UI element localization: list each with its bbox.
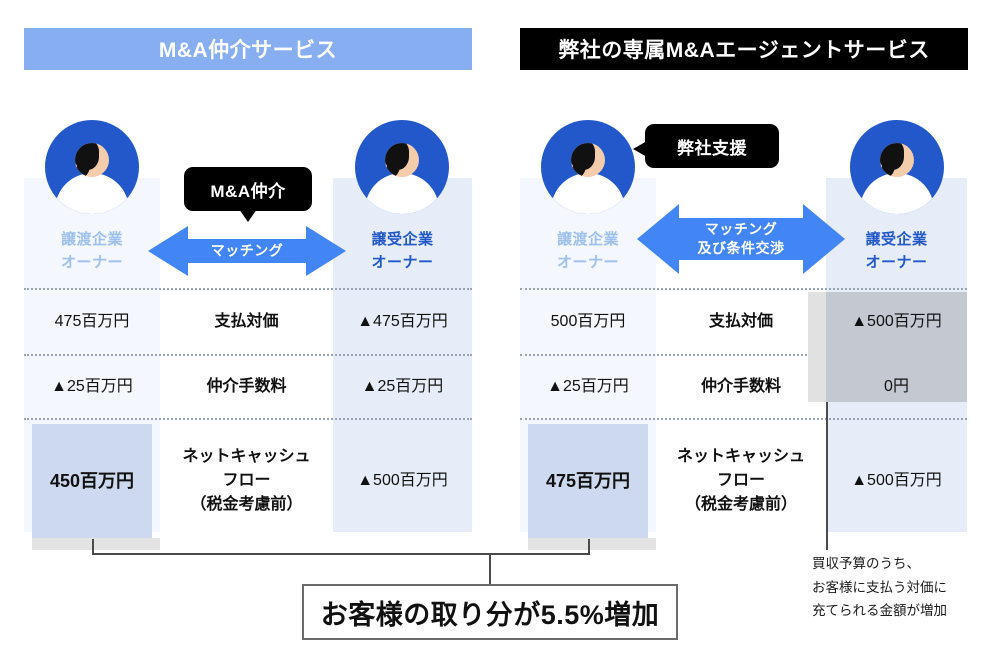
bubble-label: 弊社支援	[677, 138, 747, 158]
avatar-circle	[541, 120, 635, 214]
avatar-hair-side	[573, 156, 586, 177]
bracket-horizontal	[92, 553, 590, 555]
matching-arrow-right: マッチング 及び条件交渉	[637, 198, 845, 280]
avatar-body	[860, 172, 934, 214]
matching-arrow-label-right: マッチング 及び条件交渉	[637, 220, 845, 258]
annotation-connector-line	[826, 402, 828, 550]
owner-label-line2: オーナー	[556, 254, 619, 272]
left-row1-buyer-value: ▲475百万円	[357, 313, 448, 330]
owner-label-buyer-right: 譲受企業 オーナー	[826, 228, 967, 275]
right-rule-2	[520, 354, 967, 356]
avatar-circle	[850, 120, 944, 214]
right-ncf-highlight-box	[528, 424, 648, 538]
left-row3-label-line2: フロー	[222, 472, 271, 489]
left-rule-3	[24, 418, 472, 420]
left-rule-1	[24, 288, 472, 290]
right-row3-buyer-value: ▲500百万円	[851, 472, 942, 489]
panel-header-left: M&A仲介サービス	[24, 28, 472, 70]
avatar-head	[75, 142, 109, 177]
owner-label-line1: 譲受企業	[865, 231, 928, 248]
right-row1-seller-value: 500百万円	[550, 313, 626, 330]
left-row2-buyer-value: ▲25百万円	[361, 378, 444, 395]
avatar-hair-side	[77, 156, 90, 177]
bubble-tail-icon	[239, 209, 257, 222]
matching-arrow-label-left: マッチング	[210, 242, 284, 259]
annotation-text: 買収予算のうち、 お客様に支払う対価に 充てられる金額が増加	[812, 552, 992, 623]
right-row2-seller-value: ▲25百万円	[547, 378, 629, 395]
bubble-label: M&A仲介	[210, 181, 286, 201]
left-row3-buyer-value: ▲500百万円	[357, 472, 448, 489]
annotation-line2: お客様に支払う対価に	[812, 579, 947, 595]
owner-label-seller-right: 譲渡企業 オーナー	[520, 228, 656, 275]
left-rule-2	[24, 354, 472, 356]
right-row3-seller-value: 475百万円	[545, 470, 631, 491]
avatar-body	[55, 172, 129, 214]
right-row3-label-line3: （税金考慮前）	[684, 496, 797, 513]
avatar-seller-left	[45, 120, 139, 214]
left-row3-label-line3: （税金考慮前）	[190, 496, 303, 513]
left-ncf-highlight-box	[32, 424, 152, 538]
avatar-head	[571, 142, 605, 177]
bubble-our-support: 弊社支援	[633, 124, 779, 168]
double-arrow-icon	[148, 226, 346, 276]
right-row3-label: ネットキャッシュ フロー （税金考慮前）	[656, 424, 826, 538]
bracket-right-tick	[588, 539, 590, 554]
left-row1-label: 支払対価	[214, 313, 279, 330]
right-row2-label: 仲介手数料	[700, 378, 781, 395]
matching-arrow-label-line2: 及び条件交渉	[697, 240, 785, 256]
owner-label-line2: オーナー	[865, 254, 928, 272]
owner-label-buyer-left: 譲受企業 オーナー	[333, 228, 472, 275]
double-arrow-icon	[637, 204, 845, 274]
matching-arrow-left: マッチング	[148, 222, 346, 280]
avatar-head	[385, 142, 419, 177]
owner-label-line2: オーナー	[60, 254, 123, 272]
gray-overlay-edge	[808, 292, 830, 402]
right-row2-buyer-value: 0円	[884, 378, 909, 395]
right-ncf-shadow	[528, 538, 656, 550]
bracket-drop-line	[489, 553, 491, 586]
avatar-hair-side	[882, 156, 895, 177]
avatar-buyer-right	[850, 120, 944, 214]
panel-header-right: 弊社の専属M&Aエージェントサービス	[520, 28, 968, 70]
left-row3-label: ネットキャッシュ フロー （税金考慮前）	[160, 424, 333, 538]
right-rule-3	[520, 418, 967, 420]
avatar-body	[551, 172, 625, 214]
avatar-buyer-left	[355, 120, 449, 214]
annotation-line1: 買収予算のうち、	[812, 556, 920, 571]
avatar-head	[880, 142, 914, 177]
bubble-tail-icon	[633, 140, 647, 157]
right-rule-1	[520, 288, 967, 290]
left-row3-seller-value: 450百万円	[49, 470, 135, 491]
owner-label-seller-left: 譲渡企業 オーナー	[24, 228, 160, 275]
left-row3-label-line1: ネットキャッシュ	[182, 448, 311, 465]
owner-label-line1: 譲受企業	[371, 231, 434, 248]
avatar-circle	[45, 120, 139, 214]
avatar-body	[365, 172, 439, 214]
right-row1-buyer-value: ▲500百万円	[851, 313, 942, 330]
matching-arrow-label-line1: マッチング	[704, 221, 778, 238]
left-row2-label: 仲介手数料	[206, 378, 287, 395]
callout-label: お客様の取り分が5.5%増加	[320, 599, 660, 630]
right-row3-label-line2: フロー	[716, 472, 765, 489]
avatar-seller-right	[541, 120, 635, 214]
avatar-hair-side	[387, 156, 400, 177]
bracket-left-tick	[92, 539, 94, 554]
right-row1-label: 支払対価	[708, 313, 773, 330]
left-ncf-shadow	[32, 538, 160, 550]
left-row2-seller-value: ▲25百万円	[51, 378, 133, 395]
bubble-ma-brokerage: M&A仲介	[184, 167, 312, 222]
left-row1-seller-value: 475百万円	[54, 313, 130, 330]
owner-label-line1: 譲渡企業	[556, 231, 619, 248]
owner-label-line1: 譲渡企業	[60, 231, 123, 248]
annotation-line3: 充てられる金額が増加	[812, 603, 947, 619]
avatar-circle	[355, 120, 449, 214]
gray-overlay-box	[826, 292, 967, 402]
owner-label-line2: オーナー	[371, 254, 434, 272]
right-row3-label-line1: ネットキャッシュ	[676, 448, 805, 465]
callout-box: お客様の取り分が5.5%増加	[302, 584, 678, 640]
